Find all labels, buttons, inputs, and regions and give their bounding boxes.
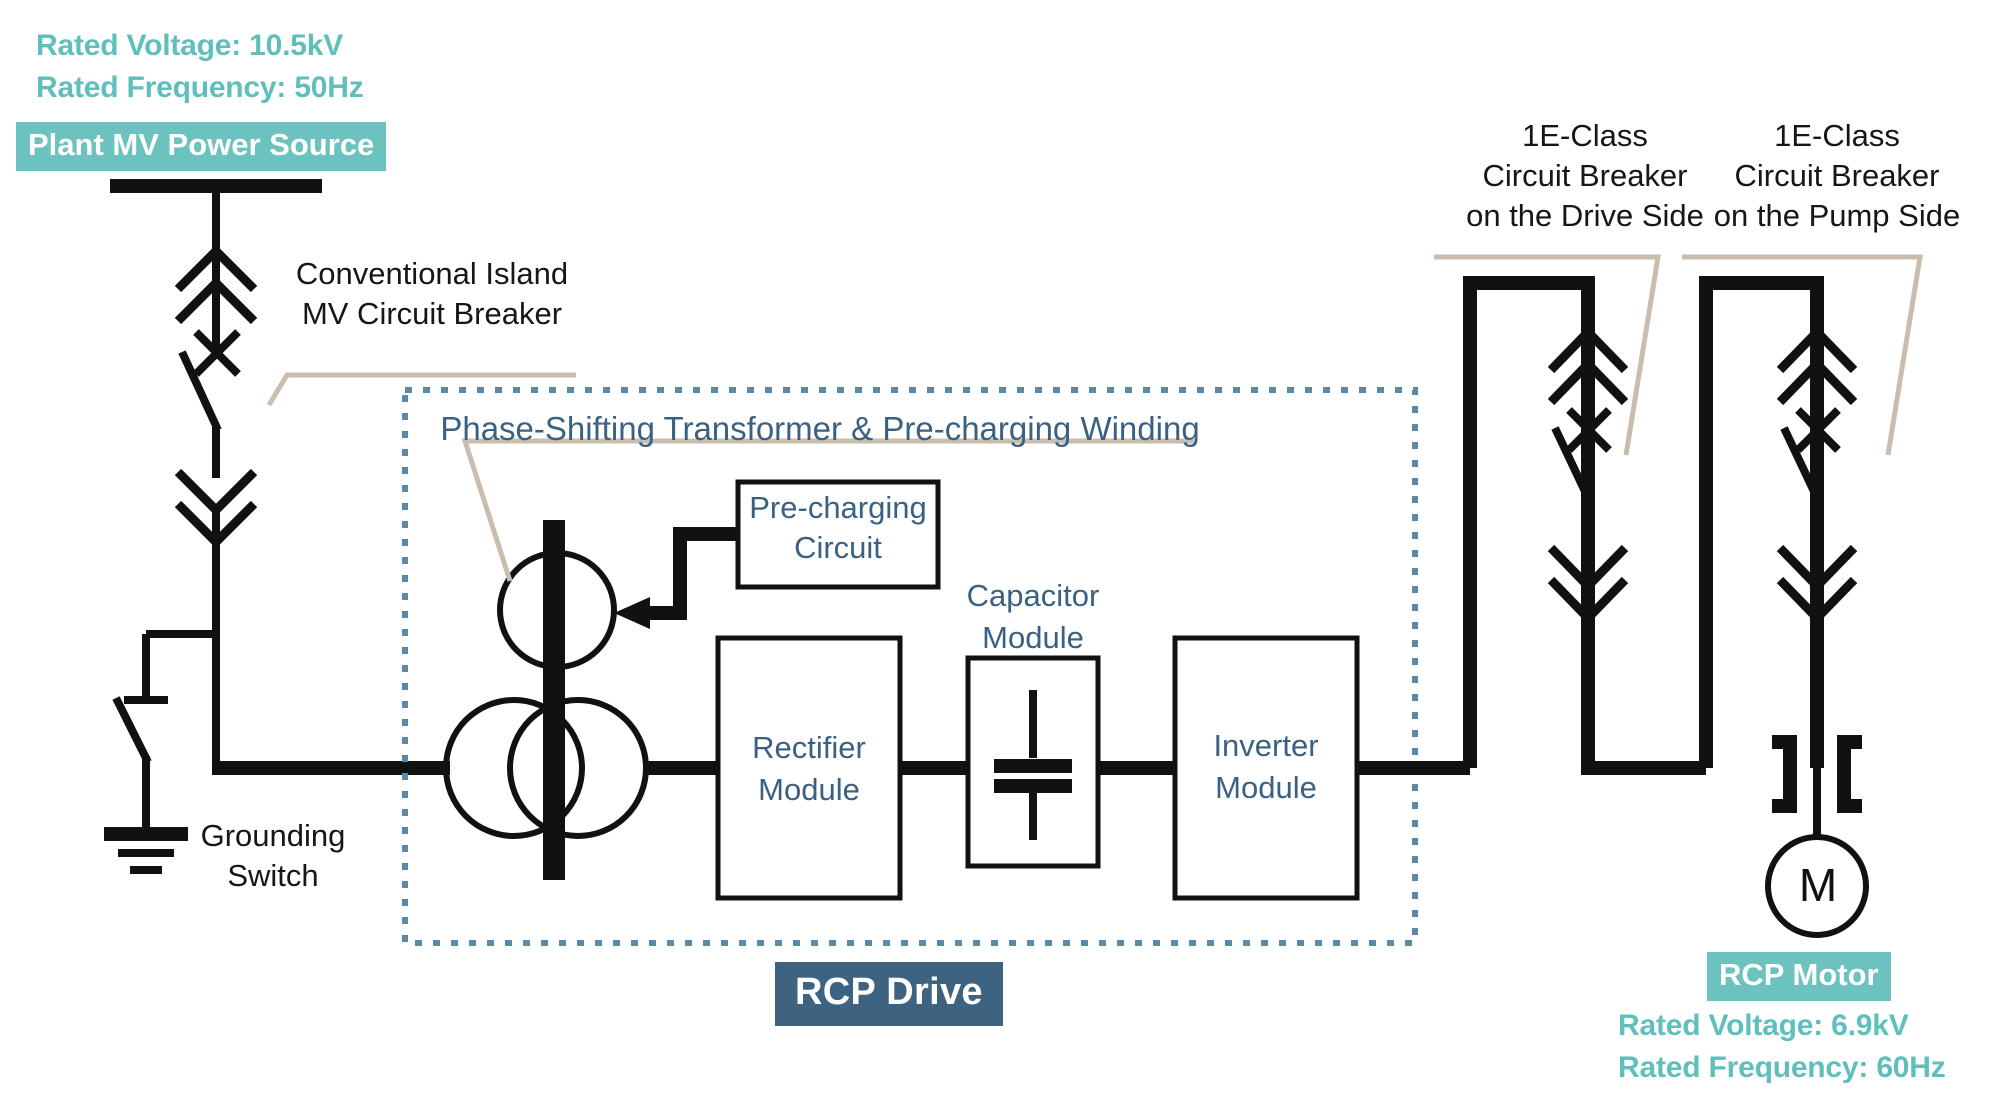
transformer-core-bar (543, 520, 565, 880)
grounding-switch-label-line1: Grounding (200, 818, 346, 853)
rectifier-module-label-line1: Rectifier (752, 730, 866, 765)
pump-side-bus-loop (1699, 276, 1824, 768)
drive-side-breaker-label-line2: Circuit Breaker (1482, 158, 1688, 193)
pump-breaker-x-b (1795, 407, 1841, 453)
mv-breaker-blade (178, 350, 222, 432)
precharging-circuit-box (735, 479, 941, 590)
precharging-circuit-link (614, 527, 738, 629)
capacitor-module-label-line2: Module (982, 620, 1084, 655)
rcp-drive-boundary (402, 387, 1418, 946)
motor-symbol-letter: M (1798, 859, 1838, 911)
mv-breaker-leader (266, 372, 576, 407)
inverter-module-label-line1: Inverter (1213, 728, 1319, 763)
rectifier-module-label-line2: Module (758, 772, 860, 807)
phase-shifting-transformer-symbol (443, 520, 718, 880)
capacitor-symbol (994, 690, 1072, 840)
pump-side-leader (1682, 254, 1923, 456)
source-rated-frequency: Rated Frequency: 50Hz (36, 71, 364, 104)
capacitor-module-label-line1: Capacitor (966, 578, 1100, 613)
rcp-motor-chip: RCP Motor (1707, 952, 1891, 1001)
pump-side-breaker-label-line1: 1E-Class (1774, 118, 1900, 153)
plant-mv-power-source-chip: Plant MV Power Source (16, 122, 387, 171)
transformer-label-leader (461, 438, 1194, 582)
mv-circuit-breaker-label-line1: Conventional Island (295, 256, 569, 291)
motor-circle (1765, 834, 1869, 938)
rcp-drive-chip: RCP Drive (775, 962, 1003, 1026)
transformer-primary-circle (443, 697, 585, 839)
motor-bracket-right (1837, 735, 1862, 813)
motor-bracket-left (1772, 735, 1797, 813)
precharging-circuit-label-line1: Pre-charging (749, 490, 927, 525)
grounding-switch-symbol (104, 630, 216, 874)
pump-side-breaker-label-line3: on the Pump Side (1713, 198, 1961, 233)
precharging-link-wire (632, 527, 738, 620)
grounding-switch-label-line2: Switch (227, 858, 319, 893)
pump-side-breaker-label-line2: Circuit Breaker (1734, 158, 1940, 193)
drive-side-breaker-label-line3: on the Drive Side (1466, 198, 1704, 233)
motor-rated-voltage: Rated Voltage: 6.9kV (1618, 1009, 1909, 1042)
drive-side-breaker-loop (1463, 276, 1706, 775)
mv-breaker-x-mark-b (193, 329, 241, 377)
drive-side-bus-loop (1463, 276, 1706, 775)
source-rated-voltage: Rated Voltage: 10.5kV (36, 29, 344, 62)
drive-side-leader (1434, 254, 1661, 456)
pump-side-breaker-symbol (1776, 325, 1858, 838)
drive-side-breaker-symbol (1547, 325, 1629, 768)
transformer-secondary-circle (507, 697, 649, 839)
pump-side-breaker-loop (1699, 276, 1824, 768)
rectifier-module-box (715, 635, 903, 901)
motor-terminal-brackets (1772, 735, 1862, 813)
phase-shifting-transformer-label: Phase-Shifting Transformer & Pre-chargin… (440, 410, 1200, 447)
precharging-arrow-head (614, 597, 650, 629)
inverter-module-box (1172, 635, 1360, 901)
precharging-circuit-label-line2: Circuit (794, 530, 882, 565)
drive-side-breaker-label-line1: 1E-Class (1522, 118, 1648, 153)
drive-breaker-x-b (1566, 407, 1612, 453)
motor-rated-frequency: Rated Frequency: 60Hz (1618, 1051, 1946, 1084)
mv-circuit-breaker-label-line2: MV Circuit Breaker (301, 296, 563, 331)
drive-breaker-blade (1551, 426, 1594, 504)
mv-circuit-breaker-symbol (174, 244, 258, 770)
ground-switch-blade (112, 696, 152, 764)
pump-breaker-blade (1780, 426, 1823, 504)
inverter-module-label-line2: Module (1215, 770, 1317, 805)
